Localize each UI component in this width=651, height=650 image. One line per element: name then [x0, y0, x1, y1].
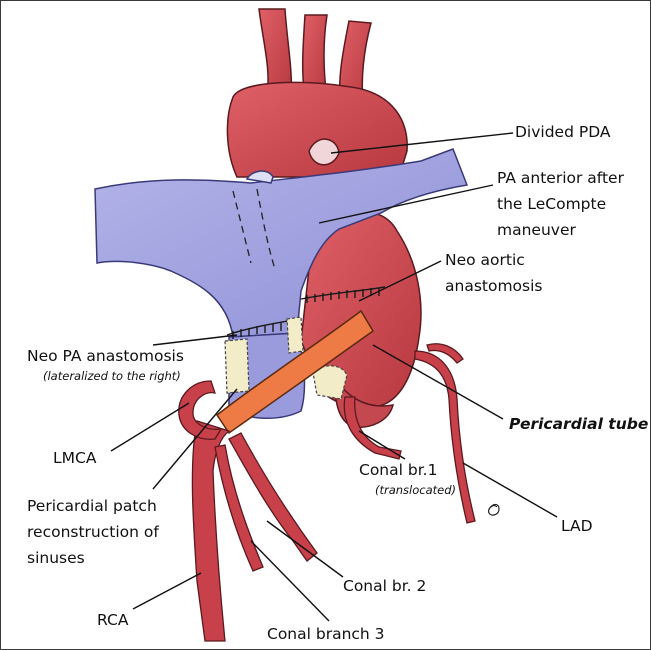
label-pericardial-patch-3: sinuses: [27, 547, 85, 569]
label-pa-anterior-2: the LeCompte: [497, 193, 606, 215]
label-divided-pda: Divided PDA: [515, 121, 610, 143]
label-pericardial-tube: Pericardial tube: [509, 413, 648, 435]
label-conal-br1-note: (translocated): [375, 483, 456, 497]
label-pericardial-patch-1: Pericardial patch: [27, 495, 157, 517]
label-conal-br1: Conal br.1: [359, 459, 437, 481]
label-pa-anterior-3: maneuver: [497, 219, 576, 241]
label-pericardial-patch-2: reconstruction of: [27, 521, 159, 543]
label-neo-pa-note: (lateralized to the right): [43, 369, 181, 383]
label-conal-br2: Conal br. 2: [343, 575, 426, 597]
label-pa-anterior-1: PA anterior after: [497, 167, 624, 189]
artist-mark: [489, 505, 499, 516]
label-conal-branch3: Conal branch 3: [267, 623, 385, 645]
label-neo-aortic-1: Neo aortic: [445, 249, 525, 271]
label-neo-pa: Neo PA anastomosis: [27, 345, 184, 367]
label-lad: LAD: [561, 515, 593, 537]
label-rca: RCA: [97, 609, 128, 631]
label-neo-aortic-2: anastomosis: [445, 275, 543, 297]
label-lmca: LMCA: [53, 447, 96, 469]
